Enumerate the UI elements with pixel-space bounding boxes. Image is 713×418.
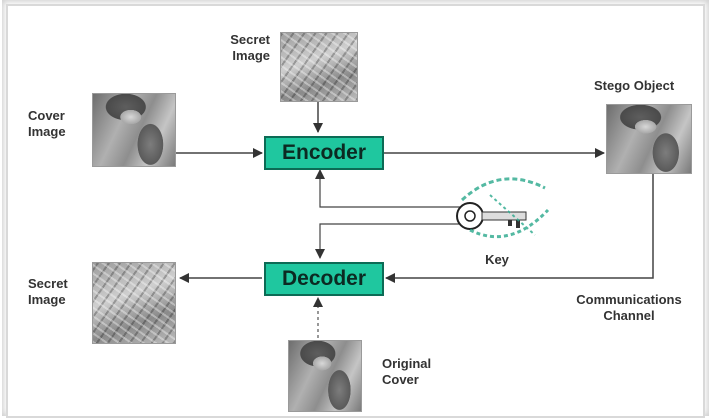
decoder-box: Decoder bbox=[264, 262, 384, 296]
original-cover-label: Original Cover bbox=[382, 356, 432, 387]
secret-image-out-label: Secret Image bbox=[28, 276, 68, 307]
arrow-channel-to-decoder bbox=[385, 172, 654, 283]
key-label: Key bbox=[485, 252, 509, 267]
secret-image-output bbox=[92, 262, 176, 344]
secret-image-top-label: Secret Image bbox=[230, 32, 270, 63]
arrow-key-to-encoder bbox=[315, 169, 462, 208]
encoder-label: Encoder bbox=[281, 141, 367, 164]
arrow-key-to-decoder bbox=[315, 223, 462, 259]
encoder-box: Encoder bbox=[264, 136, 384, 170]
cover-image bbox=[92, 93, 176, 167]
secret-image-input bbox=[280, 32, 358, 102]
original-cover-image bbox=[288, 340, 362, 412]
stego-object-image bbox=[606, 104, 692, 174]
stego-object-label: Stego Object bbox=[594, 78, 675, 93]
cover-image-label: Cover Image bbox=[28, 108, 66, 139]
key-icon bbox=[456, 202, 527, 230]
key-stamp-icon bbox=[460, 177, 550, 239]
channel-label: Communications Channel bbox=[576, 292, 682, 323]
decoder-label: Decoder bbox=[281, 267, 367, 290]
